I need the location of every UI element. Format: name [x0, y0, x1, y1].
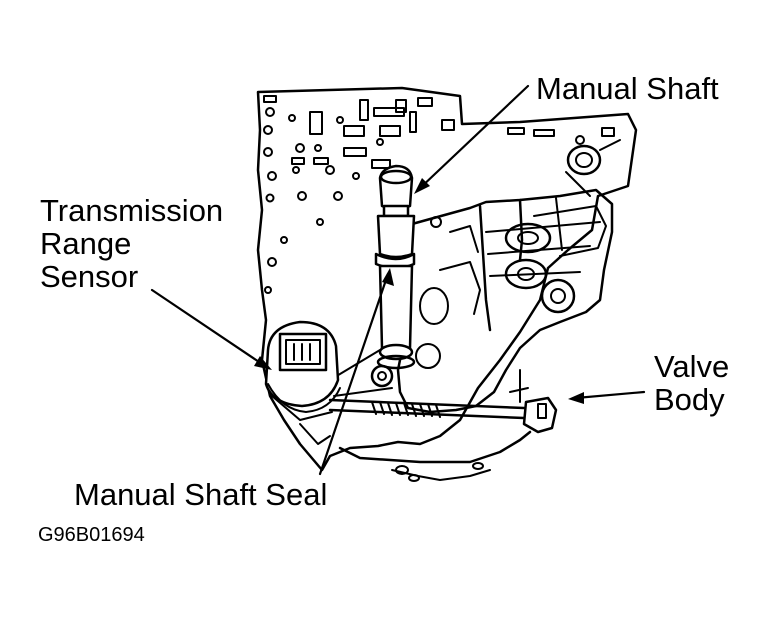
- label-transmission-range-sensor-line2: Range: [40, 226, 132, 261]
- valve-bore: [504, 222, 552, 254]
- figure-code: G96B01694: [38, 524, 145, 546]
- arrowheads: [254, 178, 584, 404]
- valve-bore: [540, 278, 576, 314]
- valve-body-casting: [396, 188, 614, 414]
- label-manual-shaft-seal: Manual Shaft Seal: [74, 477, 328, 512]
- label-transmission-range-sensor-line3: Sensor: [40, 259, 139, 294]
- leader-lines: [150, 84, 646, 476]
- separator-plate: [256, 86, 638, 472]
- manual-shaft: [374, 164, 416, 370]
- transmission-range-sensor: [264, 320, 341, 421]
- label-valve-body-line1: Valve: [654, 349, 730, 384]
- accumulator: [566, 144, 602, 176]
- linkage-rod: [328, 369, 558, 434]
- plate-holes: [263, 95, 615, 294]
- label-transmission-range-sensor-line1: Transmission: [40, 193, 224, 228]
- label-manual-shaft: Manual Shaft: [536, 71, 719, 106]
- label-valve-body-line2: Body: [654, 382, 725, 417]
- valve-bore: [504, 258, 548, 290]
- detent-roller: [370, 364, 394, 388]
- lower-casting: [338, 430, 532, 464]
